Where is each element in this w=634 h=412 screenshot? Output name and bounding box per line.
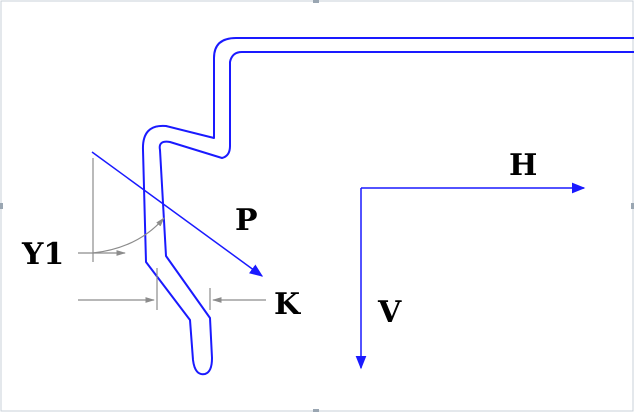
label-v: V <box>377 295 402 330</box>
label-p: P <box>235 203 258 238</box>
label-y1: Y1 <box>21 237 64 272</box>
label-k: K <box>274 287 301 322</box>
force-k-arrow <box>91 151 264 277</box>
profile-outer-line <box>141 37 634 376</box>
part-profile <box>141 37 634 376</box>
label-h: H <box>509 148 537 183</box>
width-dimension-k <box>78 268 266 310</box>
angle-arc <box>92 217 165 254</box>
angle-dimension-y1 <box>78 158 165 262</box>
